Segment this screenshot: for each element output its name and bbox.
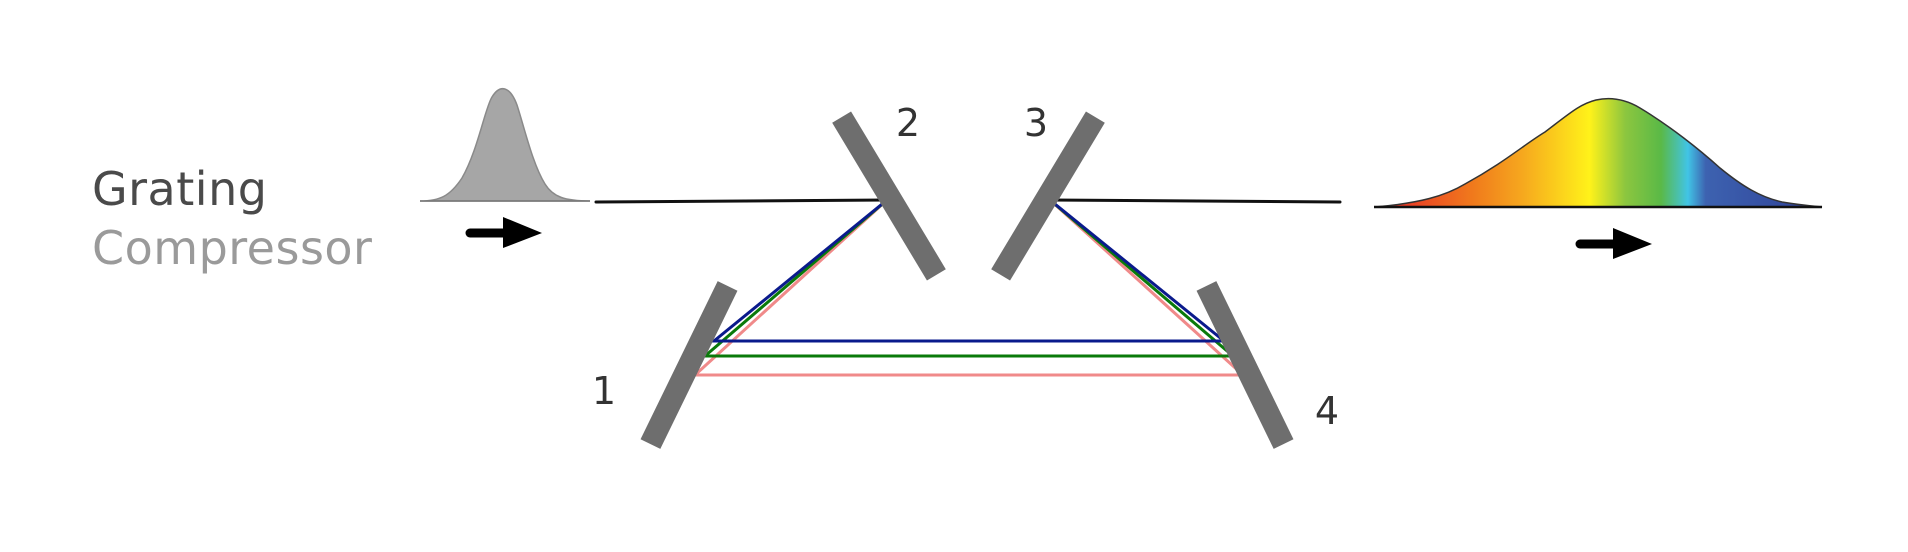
grating-label-4: 4 (1315, 389, 1339, 433)
output-spectrum-shape (1374, 97, 1823, 208)
input-pulse-shape (419, 88, 591, 202)
outgoing-beam (1048, 198, 1342, 204)
red-ray-path (691, 198, 1247, 377)
blue-ray-path (709, 198, 1229, 343)
grating-1 (640, 281, 738, 449)
grating-label-2: 2 (896, 101, 920, 145)
grating-label-1: 1 (592, 369, 616, 413)
title-grating: Grating (92, 162, 268, 216)
green-ray-path (700, 198, 1238, 358)
grating-3 (991, 111, 1105, 281)
dispersed-rays (691, 198, 1247, 377)
arrow-right-icon (1575, 228, 1652, 259)
arrow-right-icon (465, 217, 542, 248)
grating-label-3: 3 (1024, 101, 1048, 145)
grating-2 (832, 111, 946, 281)
title-compressor: Compressor (92, 221, 373, 275)
incoming-beam (594, 198, 889, 204)
grating-4 (1196, 281, 1294, 449)
